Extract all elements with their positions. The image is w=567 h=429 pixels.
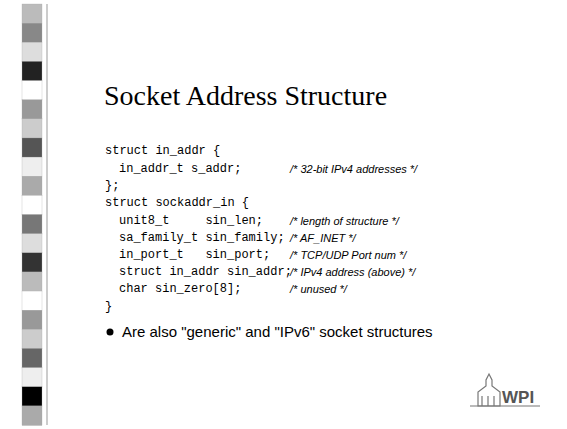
code-comment: /* 32-bit IPv4 addresses */ — [290, 161, 417, 177]
strip-block — [22, 81, 42, 101]
code-line: unit8_t sin_len; — [119, 213, 263, 229]
code-comment: /* IPv4 address (above) */ — [290, 264, 415, 280]
strip-block — [22, 100, 42, 120]
code-line: struct in_addr sin_addr; — [119, 264, 292, 280]
strip-block — [22, 23, 42, 43]
logo-building — [470, 374, 540, 406]
bullet-text: Are also "generic" and "IPv6" socket str… — [122, 323, 433, 341]
code-comment: /* unused */ — [290, 281, 347, 297]
code-comment: /* length of structure */ — [290, 213, 399, 229]
code-line: struct in_addr { — [105, 143, 220, 159]
strip-block — [22, 61, 42, 81]
code-line: in_addr_t s_addr; — [119, 161, 241, 177]
strip-block — [22, 368, 42, 388]
code-comment: /* TCP/UDP Port num */ — [290, 247, 406, 263]
bullet-dot — [107, 329, 114, 336]
code-line: sa_family_t sin_family; — [119, 230, 285, 246]
divider-line — [47, 4, 48, 425]
code-line: char sin_zero[8]; — [119, 281, 241, 297]
strip-block — [22, 387, 42, 407]
strip-block — [22, 272, 42, 292]
strip-block — [22, 253, 42, 273]
strip-block — [22, 42, 42, 62]
strip-block — [22, 329, 42, 349]
strip-block — [22, 176, 42, 196]
strip-block — [22, 234, 42, 254]
slide-title: Socket Address Structure — [104, 80, 387, 112]
code-comment: /* AF_INET */ — [290, 230, 356, 246]
code-line: struct sockaddr_in { — [105, 195, 249, 211]
strip-block — [22, 291, 42, 311]
strip-block — [22, 348, 42, 368]
code-line: }; — [105, 178, 119, 194]
strip-block — [22, 195, 42, 215]
strip-block — [22, 406, 42, 426]
strip-block — [22, 310, 42, 330]
strip-block — [22, 119, 42, 139]
code-line: in_port_t sin_port; — [119, 247, 270, 263]
code-line: } — [105, 299, 112, 315]
strip-block — [22, 4, 42, 24]
strip-block — [22, 157, 42, 177]
strip-block — [22, 138, 42, 158]
strip-block — [22, 215, 42, 235]
decor-strip — [22, 4, 42, 426]
logo-text: WPI — [502, 389, 534, 407]
